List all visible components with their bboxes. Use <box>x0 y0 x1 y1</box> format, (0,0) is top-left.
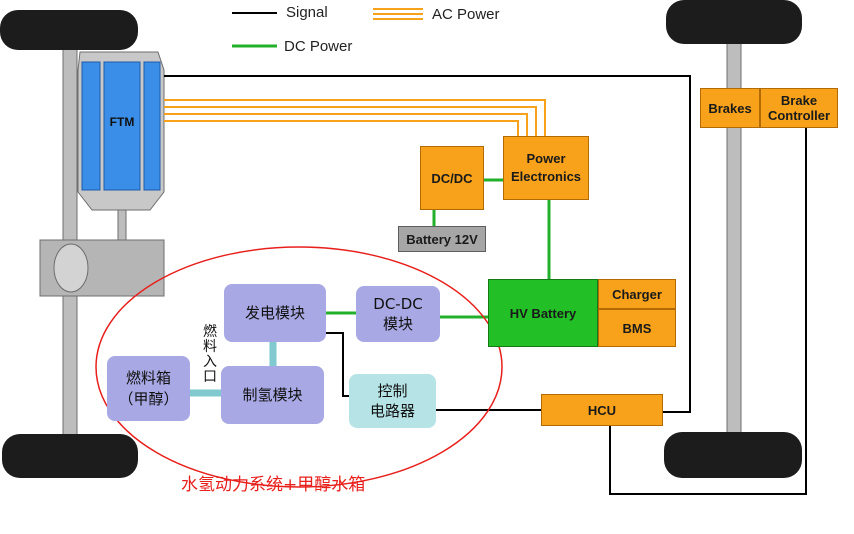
control-circuit-label-line2: 电路器 <box>369 402 415 420</box>
control-circuit-box: 控制 电路器 <box>349 374 436 428</box>
fuel-tank-box: 燃料箱 （甲醇） <box>107 356 190 421</box>
dcdc-label: DC/DC <box>431 170 473 186</box>
fuel-inlet-char: 口 <box>203 369 217 385</box>
fuel-inlet-char: 料 <box>203 339 217 355</box>
right-axle <box>726 19 742 461</box>
wheel-front-right <box>666 0 802 44</box>
battery-12v-label: Battery 12V <box>406 231 478 247</box>
hydrogen-module-label: 制氢模块 <box>242 385 303 404</box>
bms-box: BMS <box>598 309 676 347</box>
generator-module-box: 发电模块 <box>224 284 326 342</box>
hydrogen-system-caption: 水氢动力系统+甲醇水箱 <box>181 475 366 495</box>
wheel-rear-left <box>2 434 138 478</box>
bms-label: BMS <box>622 320 652 336</box>
hydrogen-module-box: 制氢模块 <box>221 366 324 424</box>
power-electronics-label-line2: Electronics <box>510 169 582 184</box>
legend-ac-swatch <box>373 8 423 20</box>
control-circuit-label-line1: 控制 <box>377 381 408 400</box>
wheel-rear-right <box>664 432 802 478</box>
differential <box>39 239 165 297</box>
hcu-box: HCU <box>541 394 663 426</box>
brakes-label: Brakes <box>708 100 752 116</box>
fuel-inlet-label: 燃 料 入 口 <box>202 325 218 385</box>
generator-module-label: 发电模块 <box>244 303 305 322</box>
power-electronics-box: Power Electronics <box>503 136 589 200</box>
dcdc-box: DC/DC <box>420 146 484 210</box>
ftm-housing <box>77 51 165 241</box>
dcdc-module-label-line1: DC-DC <box>373 294 423 313</box>
hv-battery-box: HV Battery <box>488 279 598 347</box>
hydrogen-pipes <box>190 342 277 397</box>
brake-controller-label-line1: Brake <box>780 93 818 108</box>
battery-12v-box: Battery 12V <box>398 226 486 252</box>
ac-power-lines <box>164 99 546 136</box>
power-electronics-label-line1: Power <box>526 151 566 166</box>
fuel-inlet-char: 燃 <box>203 324 217 340</box>
legend-dc-label: DC Power <box>284 38 353 55</box>
hydrogen-system-outline <box>95 246 503 488</box>
fuel-tank-label-line2: （甲醇） <box>118 389 179 408</box>
brake-controller-box: Brake Controller <box>760 88 838 128</box>
hcu-label: HCU <box>587 402 617 418</box>
fuel-tank-label-line1: 燃料箱 <box>125 369 171 388</box>
legend-ac-label: AC Power <box>432 6 500 23</box>
charger-label: Charger <box>612 286 662 302</box>
brake-controller-label-line2: Controller <box>767 108 831 123</box>
ftm-label: FTM <box>109 115 135 129</box>
charger-box: Charger <box>598 279 676 309</box>
wheel-front-left <box>0 10 138 50</box>
dcdc-module-box: DC-DC 模块 <box>356 286 440 342</box>
fuel-inlet-char: 入 <box>203 354 217 370</box>
dcdc-module-label-line2: 模块 <box>382 315 413 333</box>
legend-signal-label: Signal <box>286 4 328 21</box>
hv-battery-label: HV Battery <box>509 305 577 321</box>
dc-power-lines <box>326 178 551 319</box>
brakes-box: Brakes <box>700 88 760 128</box>
